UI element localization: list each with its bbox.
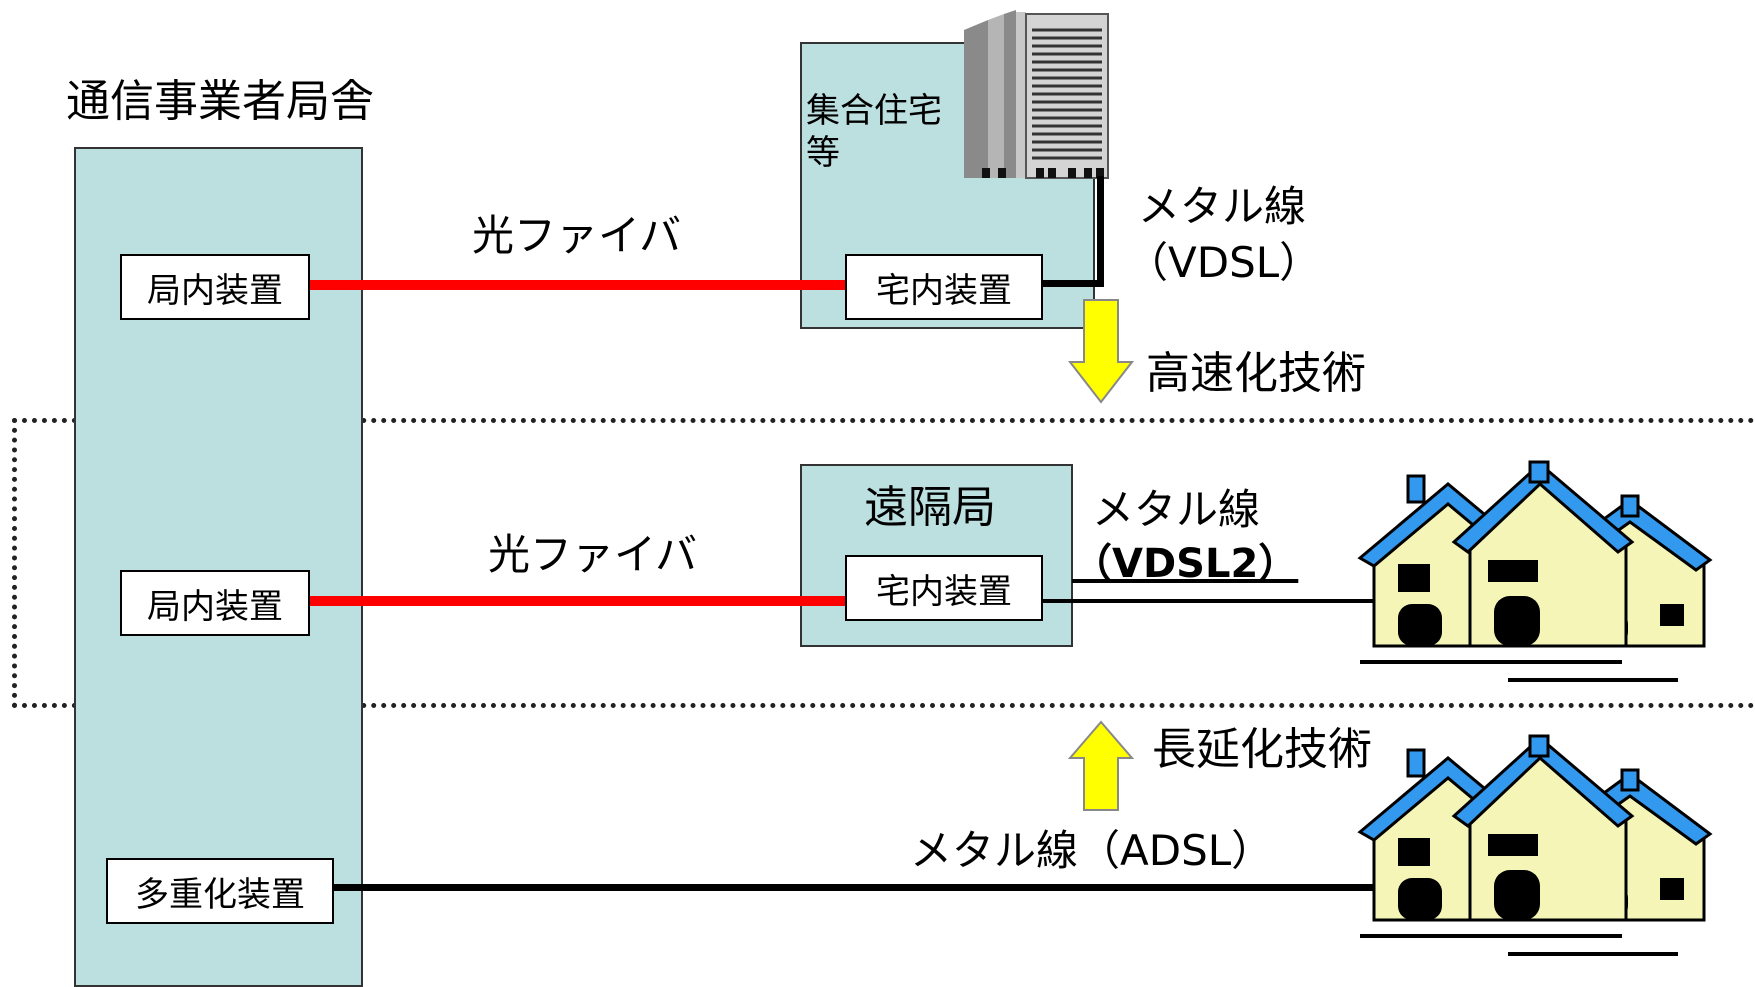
fiber-line-2 <box>310 596 845 606</box>
highlight-band <box>12 418 1755 708</box>
metal-line-vdsl-h <box>1043 280 1104 287</box>
metal-line-adsl <box>334 884 1374 891</box>
metal-label-3: メタル線（ADSL） <box>910 826 1274 875</box>
arrow-down-icon <box>1067 299 1135 404</box>
home-device-2: 宅内装置 <box>845 555 1043 621</box>
metal-line-vdsl2 <box>1043 599 1375 603</box>
metal-label-1: メタル線 <box>1138 182 1307 231</box>
houses-icon <box>1357 460 1713 682</box>
fiber-label-2: 光ファイバ <box>488 530 698 579</box>
apartment-building-icon <box>964 10 1109 179</box>
fiber-label-1: 光ファイバ <box>472 211 682 260</box>
office-device-1: 局内装置 <box>120 254 310 320</box>
multiplexer-device: 多重化装置 <box>106 858 334 924</box>
houses-icon-2 <box>1357 734 1713 956</box>
metal-type-1: （VDSL） <box>1126 238 1322 287</box>
extension-tech-label: 長延化技術 <box>1152 724 1372 775</box>
speed-tech-label: 高速化技術 <box>1146 348 1366 399</box>
office-device-2: 局内装置 <box>120 570 310 636</box>
remote-station-label: 遠隔局 <box>864 482 996 533</box>
arrow-up-icon <box>1067 720 1135 811</box>
fiber-line-1 <box>310 280 845 290</box>
home-device-1: 宅内装置 <box>845 254 1043 320</box>
metal-type-2: （VDSL2） <box>1072 541 1299 587</box>
office-title: 通信事業者局舎 <box>66 76 374 127</box>
metal-line-vdsl-v <box>1097 176 1104 287</box>
metal-label-2: メタル線 <box>1092 485 1261 534</box>
apartment-label: 集合住宅等 <box>806 91 942 173</box>
